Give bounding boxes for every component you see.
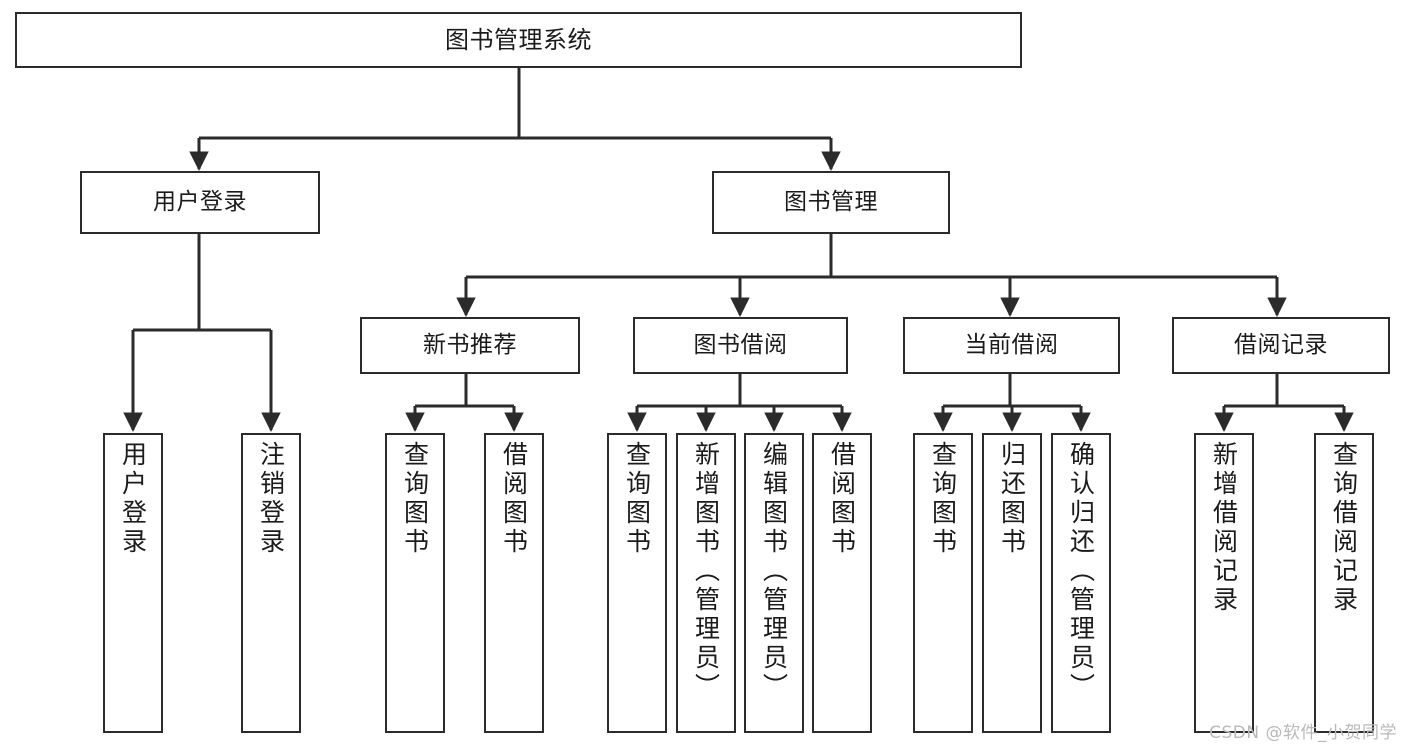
node-label: 图书管理 xyxy=(784,188,878,215)
node-label: 新增图书（管理员） xyxy=(691,441,721,702)
node-label: 当前借阅 xyxy=(964,331,1059,358)
node-label: 查询图书 xyxy=(928,441,958,557)
leaf-record-query-borrow-record[interactable]: 查询借阅记录 xyxy=(1314,433,1374,733)
leaf-current-confirm-return-admin[interactable]: 确认归还（管理员） xyxy=(1051,433,1111,733)
node-label: 归还图书 xyxy=(997,441,1027,557)
node-root-book-management-system[interactable]: 图书管理系统 xyxy=(15,12,1022,68)
node-label: 借阅图书 xyxy=(827,441,857,557)
node-label: 查询图书 xyxy=(400,441,430,557)
node-label: 借阅图书 xyxy=(499,441,529,557)
node-label: 确认归还（管理员） xyxy=(1066,441,1096,702)
leaf-user-login-signout[interactable]: 注销登录 xyxy=(241,433,301,733)
node-label: 图书借阅 xyxy=(693,331,788,358)
leaf-current-query-book[interactable]: 查询图书 xyxy=(913,433,973,733)
leaf-borrow-add-book-admin[interactable]: 新增图书（管理员） xyxy=(676,433,736,733)
node-borrow-record[interactable]: 借阅记录 xyxy=(1172,317,1390,374)
node-current-borrow[interactable]: 当前借阅 xyxy=(903,317,1120,374)
node-book-management[interactable]: 图书管理 xyxy=(712,171,950,234)
leaf-borrow-query-book[interactable]: 查询图书 xyxy=(607,433,667,733)
node-label: 用户登录 xyxy=(153,188,247,215)
csdn-watermark: CSDN @软件_小贺同学 xyxy=(1209,723,1397,743)
node-label: 图书管理系统 xyxy=(445,25,592,54)
node-label: 编辑图书（管理员） xyxy=(759,441,789,702)
node-label: 注销登录 xyxy=(256,441,286,557)
leaf-current-return-book[interactable]: 归还图书 xyxy=(982,433,1042,733)
node-label: 借阅记录 xyxy=(1234,331,1328,358)
node-book-borrow[interactable]: 图书借阅 xyxy=(633,317,848,374)
node-label: 新书推荐 xyxy=(423,331,517,358)
leaf-borrow-edit-book-admin[interactable]: 编辑图书（管理员） xyxy=(744,433,804,733)
node-label: 用户登录 xyxy=(118,441,148,557)
leaf-borrow-borrow-book[interactable]: 借阅图书 xyxy=(812,433,872,733)
leaf-recommend-query-book[interactable]: 查询图书 xyxy=(385,433,445,733)
leaf-recommend-borrow-book[interactable]: 借阅图书 xyxy=(484,433,544,733)
node-new-book-recommend[interactable]: 新书推荐 xyxy=(360,317,580,374)
leaf-record-add-borrow-record[interactable]: 新增借阅记录 xyxy=(1194,433,1254,733)
node-label: 查询图书 xyxy=(622,441,652,557)
node-user-login[interactable]: 用户登录 xyxy=(80,171,320,234)
node-label: 查询借阅记录 xyxy=(1329,441,1359,615)
leaf-user-login-signin[interactable]: 用户登录 xyxy=(103,433,163,733)
node-label: 新增借阅记录 xyxy=(1209,441,1239,615)
